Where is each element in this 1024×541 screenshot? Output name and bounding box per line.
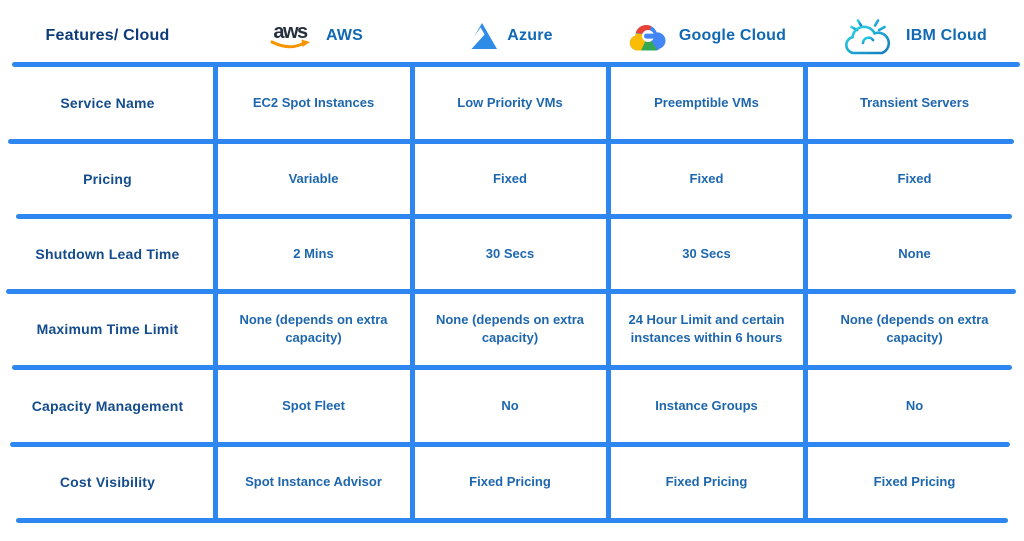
aws-logo: aws [270,21,310,49]
value-cell-google: 24 Hour Limit and certain instances with… [608,291,805,367]
table-row-capacity-management: Capacity Management Spot Fleet No Instan… [0,367,1024,444]
feature-label: Pricing [83,170,132,187]
cell-text: 2 Mins [293,245,334,261]
feature-cell: Maximum Time Limit [0,291,215,367]
value-cell-ibm: Fixed Pricing [805,444,1024,520]
value-cell-google: 30 Secs [608,216,805,291]
feature-label: Service Name [60,94,155,111]
grid-line-vertical [213,62,218,523]
feature-cell: Pricing [0,141,215,216]
cell-text: Instance Groups [655,397,758,413]
header-ibm-cloud: IBM Cloud [805,0,1024,64]
grid-line-vertical [803,62,808,523]
grid-line-horizontal [12,62,1020,67]
feature-column-title: Features/ Cloud [45,27,170,44]
feature-cell: Capacity Management [0,367,215,444]
header-azure: Azure [412,0,608,64]
value-cell-aws: Spot Instance Advisor [215,444,412,520]
azure-logo [467,22,498,49]
cell-text: None (depends on extra capacity) [840,312,989,345]
value-cell-google: Fixed [608,141,805,216]
grid-line-horizontal [16,518,1008,523]
value-cell-aws: None (depends on extra capacity) [215,291,412,367]
provider-name: Azure [507,27,553,44]
value-cell-aws: Spot Fleet [215,367,412,444]
cell-text: Fixed Pricing [469,474,551,490]
svg-text:aws: aws [273,21,308,43]
grid-line-horizontal [12,365,1012,370]
grid-line-horizontal [10,442,1010,447]
provider-name: IBM Cloud [906,27,987,44]
value-cell-azure: None (depends on extra capacity) [412,291,608,367]
value-cell-ibm: Fixed [805,141,1024,216]
provider-azure: Azure [467,22,553,50]
feature-cell: Service Name [0,64,215,141]
table-row-cost-visibility: Cost Visibility Spot Instance Advisor Fi… [0,444,1024,520]
provider-google-cloud: Google Cloud [627,19,786,53]
value-cell-ibm: None [805,216,1024,291]
cell-text: Fixed [689,170,724,186]
cell-text: No [905,397,924,413]
cell-text: None (depends on extra capacity) [239,312,388,345]
cell-text: None [898,245,931,261]
feature-label: Shutdown Lead Time [35,245,180,262]
cell-text: Variable [288,170,339,186]
value-cell-google: Instance Groups [608,367,805,444]
grid-line-horizontal [6,289,1016,294]
header-google-cloud: Google Cloud [608,0,805,64]
provider-aws: aws AWS [264,19,363,53]
value-cell-ibm: Transient Servers [805,64,1024,141]
value-cell-google: Preemptible VMs [608,64,805,141]
value-cell-azure: No [412,367,608,444]
grid-line-vertical [410,62,415,523]
value-cell-azure: 30 Secs [412,216,608,291]
header-feature-cloud: Features/ Cloud [0,0,215,64]
ibm-cloud-logo [845,16,891,55]
cell-text: 30 Secs [485,245,535,261]
table-header-row: Features/ Cloud aws AWS Azure [0,0,1024,64]
value-cell-aws: Variable [215,141,412,216]
cell-text: None (depends on extra capacity) [435,312,585,345]
value-cell-azure: Fixed Pricing [412,444,608,520]
google-cloud-logo [629,24,666,51]
header-aws: aws AWS [215,0,412,64]
cell-text: No [501,397,519,413]
cell-text: Spot Fleet [282,397,345,413]
cell-text: EC2 Spot Instances [252,94,375,110]
feature-label: Capacity Management [31,397,184,414]
cell-text: Fixed Pricing [873,474,956,490]
cell-text: Transient Servers [859,94,970,110]
value-cell-ibm: None (depends on extra capacity) [805,291,1024,367]
cell-text: 30 Secs [682,245,731,261]
feature-label: Maximum Time Limit [36,321,179,337]
cell-text: Fixed [493,170,527,186]
feature-cell: Shutdown Lead Time [0,216,215,291]
value-cell-aws: EC2 Spot Instances [215,64,412,141]
value-cell-google: Fixed Pricing [608,444,805,520]
table-row-pricing: Pricing Variable Fixed Fixed Fixed [0,141,1024,216]
cell-text: Preemptible VMs [654,94,759,110]
provider-ibm-cloud: IBM Cloud [842,15,987,57]
value-cell-azure: Fixed [412,141,608,216]
table-row-shutdown-lead-time: Shutdown Lead Time 2 Mins 30 Secs 30 Sec… [0,216,1024,291]
grid-line-horizontal [8,139,1014,144]
value-cell-ibm: No [805,367,1024,444]
cell-text: Fixed [897,170,932,186]
table-row-service-name: Service Name EC2 Spot Instances Low Prio… [0,64,1024,141]
grid-line-horizontal [16,214,1012,219]
value-cell-aws: 2 Mins [215,216,412,291]
value-cell-azure: Low Priority VMs [412,64,608,141]
grid-line-vertical [606,62,611,523]
provider-name: Google Cloud [678,27,787,44]
cell-text: 24 Hour Limit and certain instances with… [628,312,785,345]
table-row-maximum-time-limit: Maximum Time Limit None (depends on extr… [0,291,1024,367]
cell-text: Fixed Pricing [665,474,748,490]
provider-name: AWS [325,27,364,44]
feature-cell: Cost Visibility [0,444,215,520]
cell-text: Spot Instance Advisor [245,474,382,490]
cell-text: Low Priority VMs [457,94,563,110]
feature-label: Cost Visibility [59,474,156,490]
